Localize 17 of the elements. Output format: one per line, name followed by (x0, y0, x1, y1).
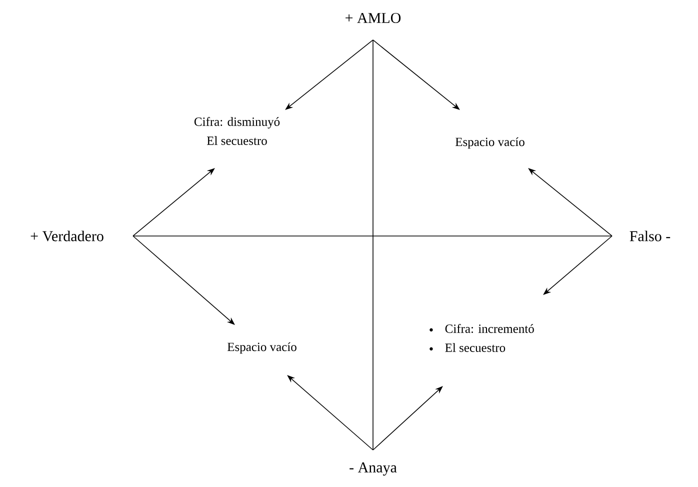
arrow (132, 168, 215, 236)
arrow (287, 375, 374, 450)
arrow (132, 236, 235, 325)
axis-label: - Anaya (350, 462, 397, 476)
quadrant-text: Espacio vacío (227, 342, 296, 354)
quadrant-text: Espacio vacío (455, 137, 524, 149)
node-label: Cifra: incrementó (445, 324, 534, 334)
arrow (372, 40, 460, 110)
axis-label: Falso - (630, 230, 670, 242)
node-label: El secuestro (445, 343, 506, 352)
axis-label: + AMLO (346, 12, 401, 24)
bullet-list: Cifra: incrementó El secuestro (430, 324, 534, 352)
arrow (372, 386, 443, 450)
arrow (543, 236, 612, 295)
axis-label: + Verdadero (30, 230, 104, 242)
axis-line (372, 40, 374, 450)
quadrant-text: Cifra: disminuyó El secuestro (194, 117, 280, 145)
